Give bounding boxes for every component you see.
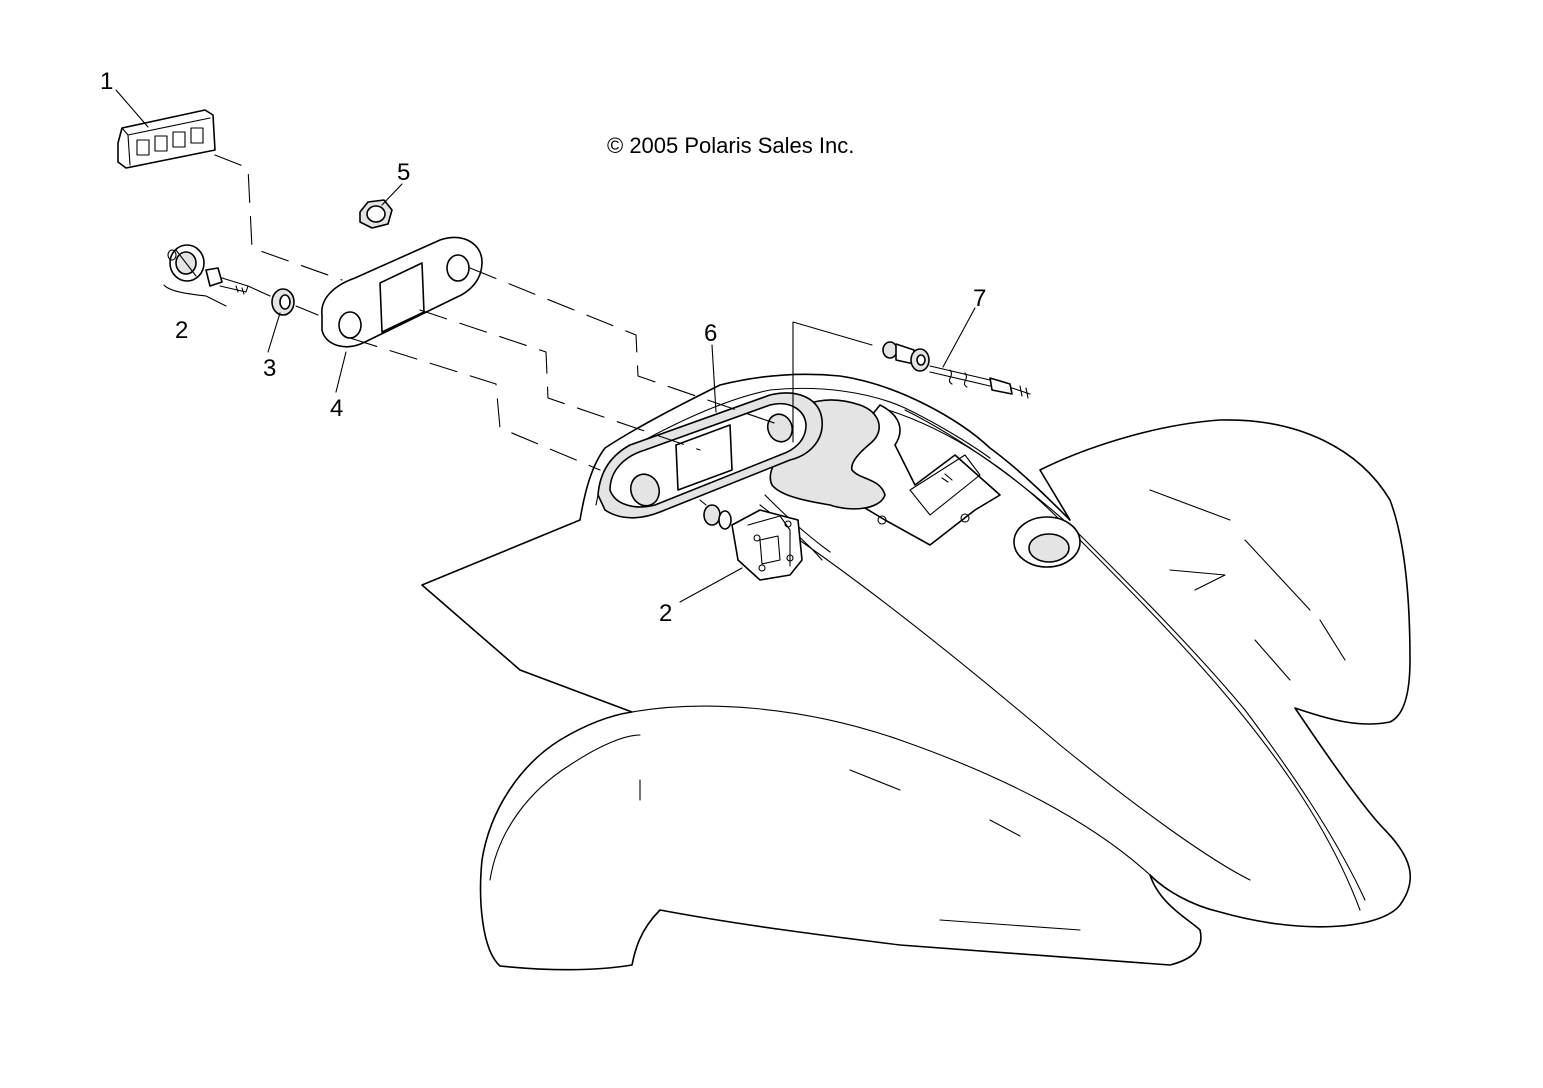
- part-2-ignition-switch-installed: [699, 499, 803, 581]
- callout-2-switch: 2: [659, 600, 672, 627]
- front-fender: [421, 373, 1412, 971]
- callout-6: 6: [704, 320, 717, 347]
- part-7-screw-assembly: [882, 341, 1031, 399]
- callout-labels: 1 2 3 4 5 6 7 2: [100, 68, 986, 627]
- callout-3: 3: [263, 355, 276, 382]
- callout-1: 1: [100, 68, 113, 95]
- callout-2-key-set: 2: [175, 317, 188, 344]
- callout-4: 4: [330, 395, 343, 422]
- copyright-text: © 2005 Polaris Sales Inc.: [607, 133, 854, 158]
- part-3-nut: [271, 288, 295, 316]
- part-4-bezel-plate: [321, 236, 483, 348]
- part-5-nut: [359, 199, 393, 229]
- callout-leaders: [115, 89, 976, 603]
- assembly-lines: [214, 154, 873, 471]
- part-1-lens: [117, 109, 216, 169]
- callout-7: 7: [973, 285, 986, 312]
- callout-5: 5: [397, 159, 410, 186]
- part-2-key-set: [163, 244, 249, 307]
- part-6-switch-panel-installed: [597, 392, 823, 519]
